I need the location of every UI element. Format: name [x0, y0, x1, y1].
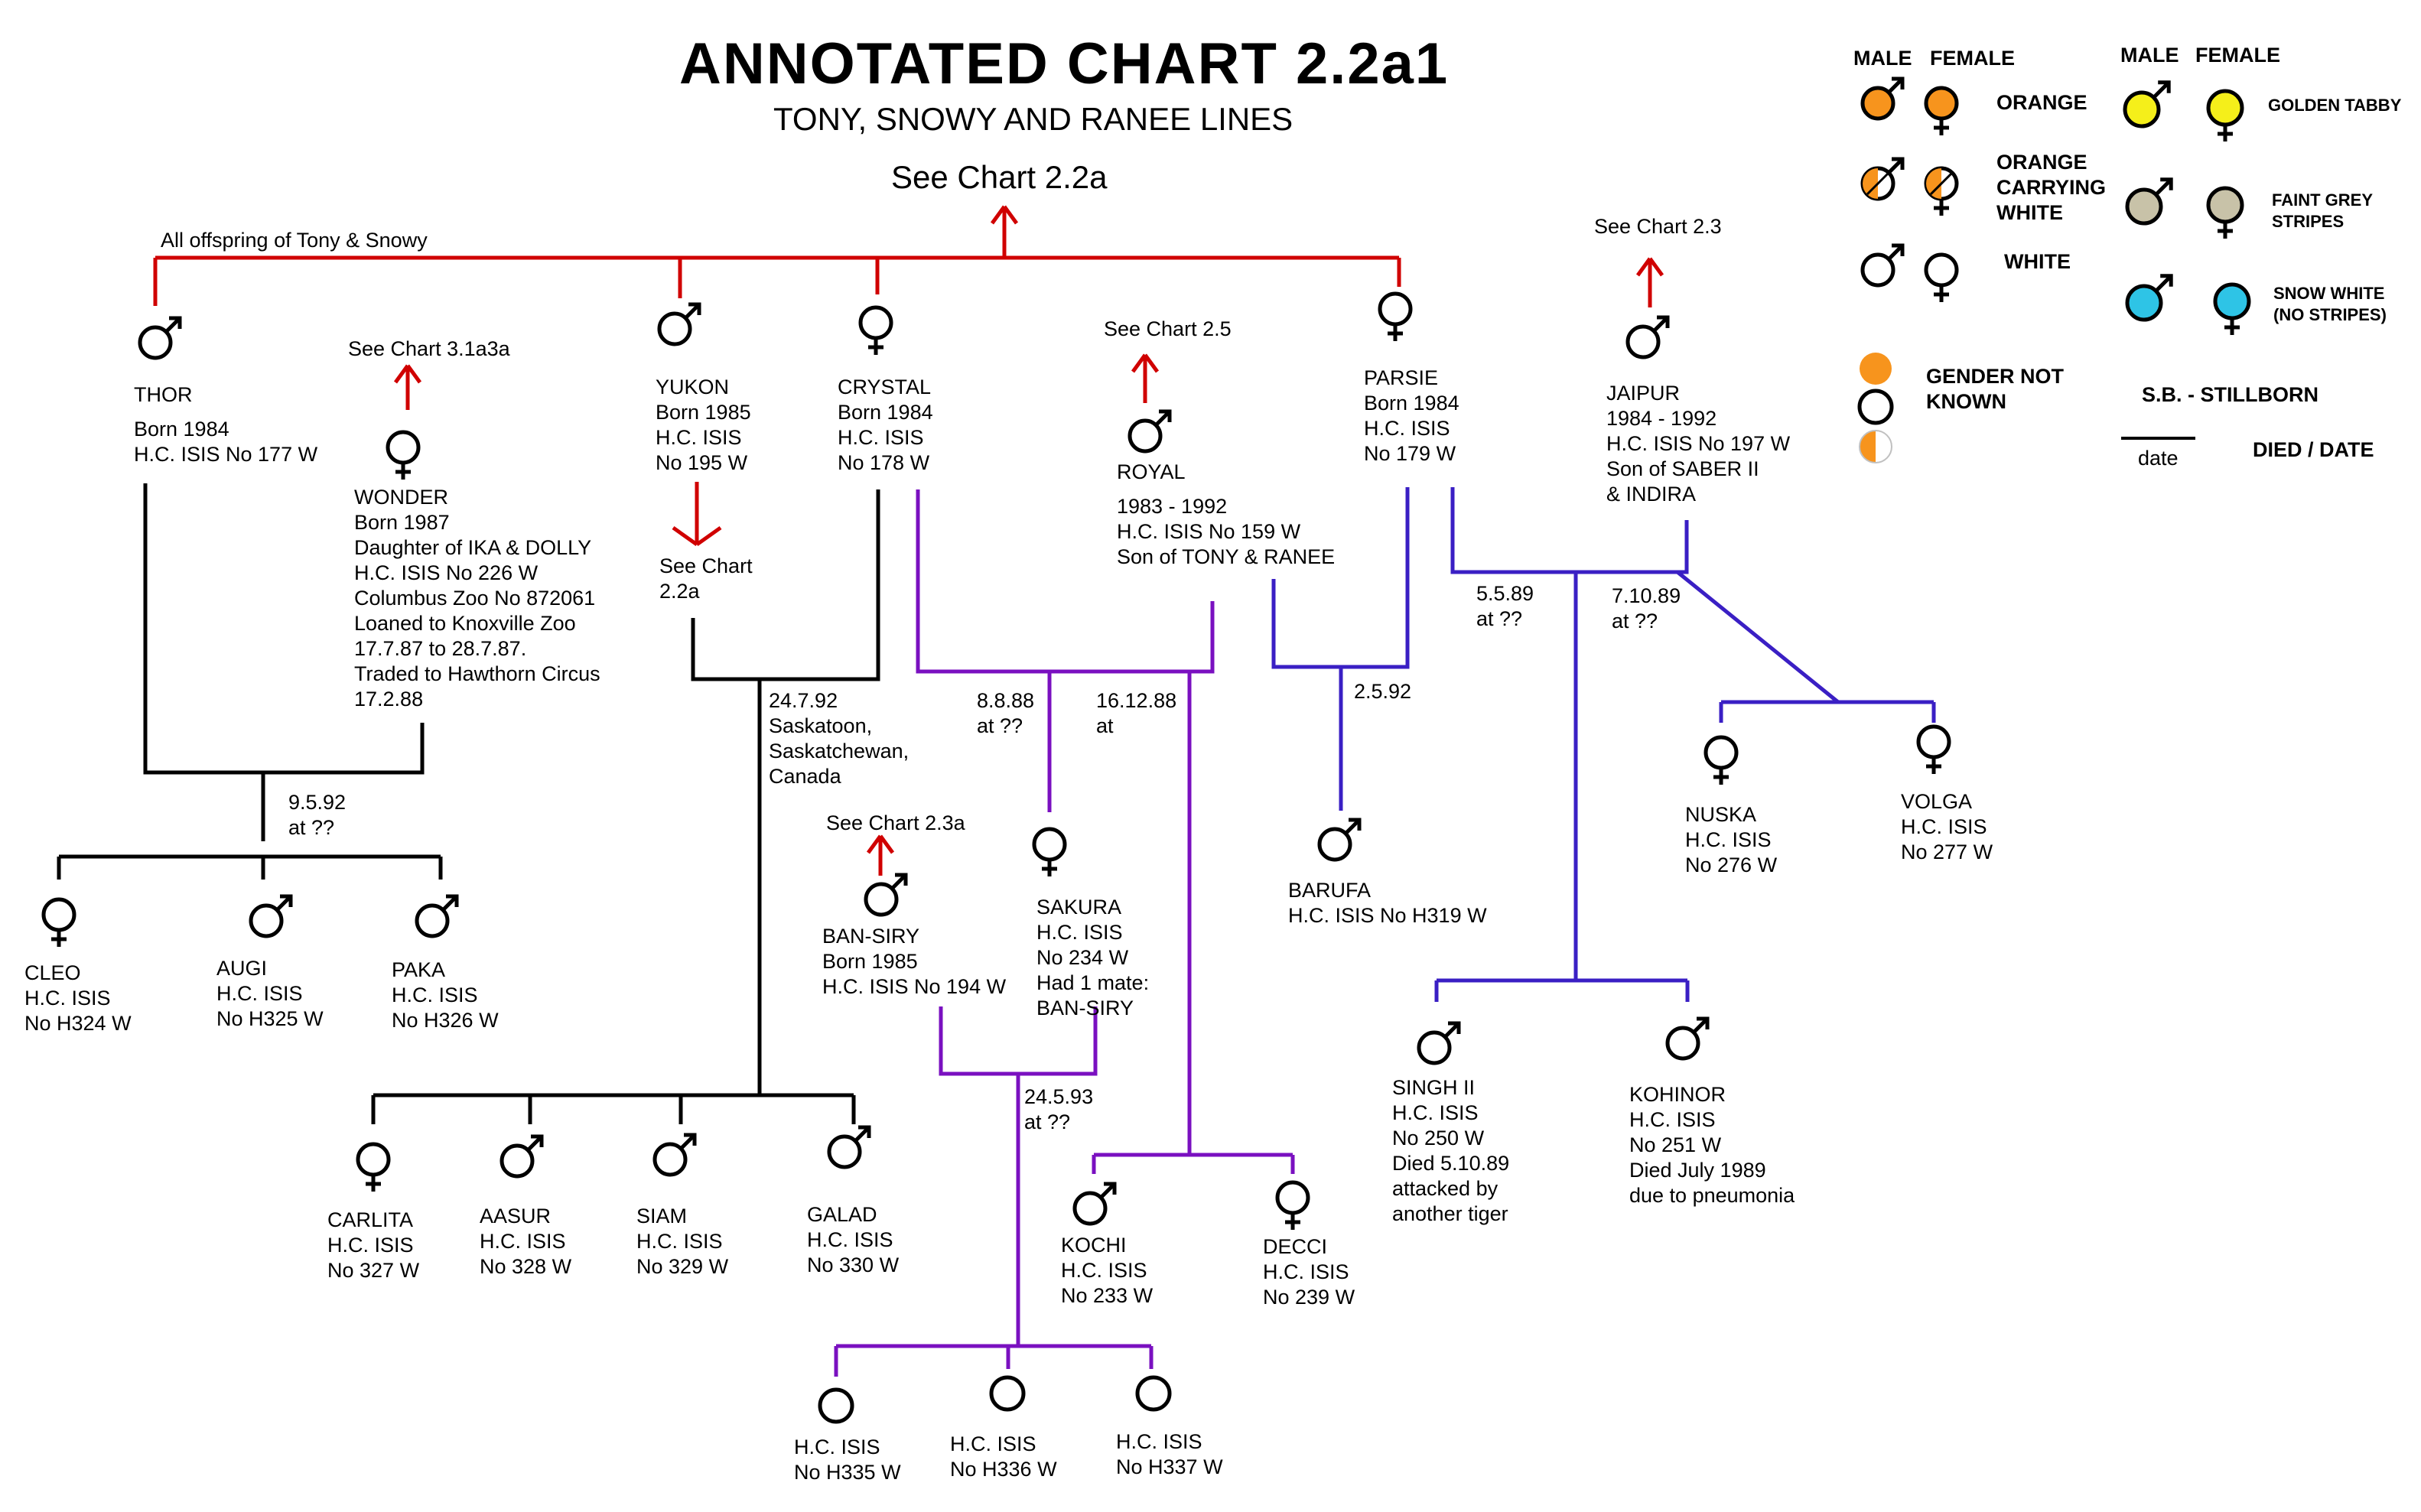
legend-header-male-2: MALE [2120, 44, 2179, 67]
legend-snow-white: SNOW WHITE(NO STRIPES) [2273, 284, 2387, 324]
legend-white: WHITE [2004, 250, 2071, 273]
male-icon-barufa [1317, 818, 1362, 862]
chart-subtitle: TONY, SNOWY AND RANEE LINES [773, 101, 1293, 137]
legend-grey-male-icon [2125, 177, 2173, 226]
legend-snow-male-icon [2125, 274, 2173, 322]
legend-stillborn: S.B. - STILLBORN [2142, 383, 2318, 406]
legend-orange: ORANGE [1996, 91, 2087, 114]
male-icon-bansiry [864, 873, 908, 917]
see-chart-2-2a-link[interactable]: See Chart 2.2a [891, 159, 1108, 195]
legend-date-word: date [2138, 447, 2179, 470]
legend-golden-male-icon [2123, 80, 2171, 128]
gender-unknown-icon-cub-335 [818, 1387, 854, 1424]
see-chart-2-3-link[interactable]: See Chart 2.3 [1594, 215, 1722, 238]
female-icon-sakura [1032, 827, 1067, 876]
legend-header-female-1: FEMALE [1930, 47, 2015, 70]
legend-gender-unknown-orange-icon [1860, 353, 1892, 385]
male-icon-royal [1128, 409, 1172, 454]
gender-unknown-icon-cub-336 [989, 1375, 1026, 1412]
male-icon-siam [652, 1133, 697, 1177]
legend-gender-unknown-carrying-icon [1859, 430, 1892, 463]
female-icon-crystal [858, 305, 893, 355]
legend-orange-male-icon [1860, 76, 1905, 121]
male-icon-kochi [1072, 1182, 1117, 1226]
legend-orange-female-icon [1924, 86, 1959, 135]
legend-white-female-icon [1924, 252, 1959, 302]
male-icon-jaipur [1625, 315, 1670, 359]
see-chart-2-3a-link[interactable]: See Chart 2.3a [826, 811, 965, 834]
legend-snow-female-icon [2213, 282, 2251, 335]
male-icon-galad [827, 1125, 871, 1169]
legend-died-date: DIED / DATE [2253, 438, 2374, 461]
chart-title: ANNOTATED CHART 2.2a1 [679, 31, 1450, 96]
male-icon-paka [415, 894, 459, 938]
legend-header-male-1: MALE [1853, 47, 1912, 70]
legend-golden-tabby: GOLDEN TABBY [2268, 96, 2402, 115]
female-icon-nuska [1703, 735, 1739, 785]
male-icon-yukon [657, 302, 701, 346]
male-icon-aasur [499, 1134, 544, 1179]
see-chart-2-5-link[interactable]: See Chart 2.5 [1104, 317, 1232, 340]
female-icon-volga [1916, 724, 1951, 774]
legend-white-male-icon [1860, 243, 1905, 288]
legend-header-female-2: FEMALE [2195, 44, 2280, 67]
female-icon-cleo [41, 897, 76, 947]
legend-grey-female-icon [2206, 186, 2244, 239]
date-barufa: 2.5.92 [1354, 680, 1412, 703]
female-icon-decci [1275, 1180, 1310, 1230]
legend-golden-female-icon [2206, 89, 2244, 141]
male-icon-kohinor [1665, 1016, 1710, 1061]
female-icon-wonder [386, 430, 421, 480]
top-line-label: All offspring of Tony & Snowy [161, 229, 428, 252]
male-icon-thor [138, 316, 182, 360]
legend-orange-carrying-female-icon [1924, 166, 1959, 216]
female-icon-parsie [1378, 291, 1413, 341]
legend-orange-carrying-male-icon [1860, 157, 1905, 201]
male-icon-augi [249, 894, 293, 938]
male-icon-singh [1417, 1021, 1461, 1065]
gender-unknown-icon-cub-337 [1135, 1375, 1172, 1412]
see-chart-3-1a3a-link[interactable]: See Chart 3.1a3a [348, 337, 510, 360]
legend-gender-unknown-white-icon [1857, 389, 1894, 425]
female-icon-carlita [356, 1142, 391, 1192]
